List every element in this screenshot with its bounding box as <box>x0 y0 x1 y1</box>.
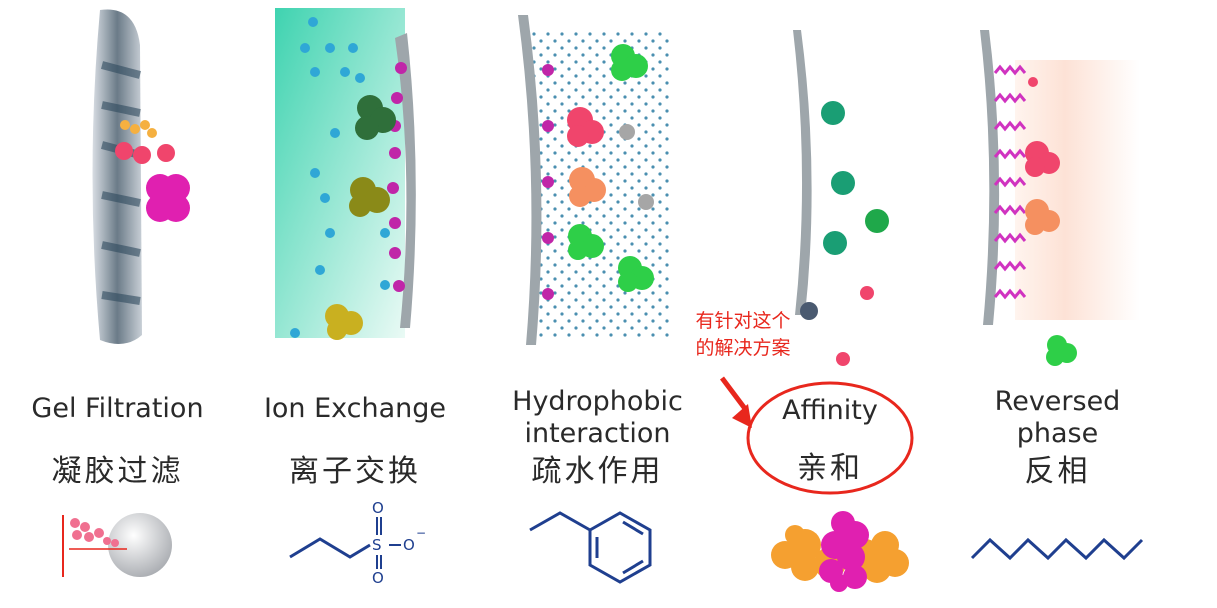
gel-filtration-illustration <box>92 9 190 344</box>
alkyl-chains <box>993 64 1027 300</box>
annotation-arrow <box>720 376 748 412</box>
ion-exchange-illustration <box>275 8 416 340</box>
gel-bead-icon <box>62 513 172 577</box>
phenyl-structure-icon <box>529 511 652 584</box>
label-ion-exchange-zh: 离子交换 <box>289 454 421 489</box>
annotation-circle <box>746 381 914 495</box>
proteins <box>567 44 654 292</box>
label-hydrophobic-line1: Hydrophobic <box>512 386 683 417</box>
proteins <box>1025 77 1077 366</box>
label-hydrophobic-line2: interaction <box>524 418 671 449</box>
label-reversed-phase-zh: 反相 <box>1024 454 1091 489</box>
annotation-line-2: 的解决方案 <box>695 337 791 359</box>
affinity-ligands <box>821 101 855 255</box>
negative-charge: − <box>416 526 426 540</box>
label-gel-filtration-zh: 凝胶过滤 <box>51 454 184 489</box>
label-reversed-line2: phase <box>1016 418 1099 449</box>
large-molecule <box>146 174 190 222</box>
annotation-line-1: 有针对这个 <box>695 310 791 332</box>
annotation-text: 有针对这个 的解决方案 <box>668 308 818 362</box>
label-hydrophobic-zh: 疏水作用 <box>531 454 664 489</box>
sulfonate-structure-icon: S O O O − <box>289 499 426 587</box>
label-gel-filtration: Gel Filtration <box>31 393 204 424</box>
small-particles <box>115 120 175 164</box>
label-reversed-line1: Reversed <box>994 386 1121 417</box>
ion-particles <box>290 17 390 338</box>
label-affinity-zh: 亲和 <box>797 451 863 486</box>
hydrophobic-illustration <box>518 15 670 345</box>
affinity-complex-icon <box>771 511 909 592</box>
reversed-phase-illustration <box>980 30 1140 366</box>
hydrophobic-ligands <box>542 64 554 300</box>
oxygen-anion: O <box>403 536 415 554</box>
label-ion-exchange: Ion Exchange <box>263 393 447 424</box>
charged-ligands <box>387 62 407 292</box>
oxygen-bottom: O <box>372 569 384 587</box>
protein-clusters <box>325 95 396 340</box>
oxygen-top: O <box>372 499 384 517</box>
free-molecules <box>800 209 889 366</box>
alkyl-chain-icon <box>970 537 1144 561</box>
label-affinity: Affinity <box>782 395 878 426</box>
sulfur-atom: S <box>372 536 382 554</box>
affinity-illustration <box>793 30 889 366</box>
